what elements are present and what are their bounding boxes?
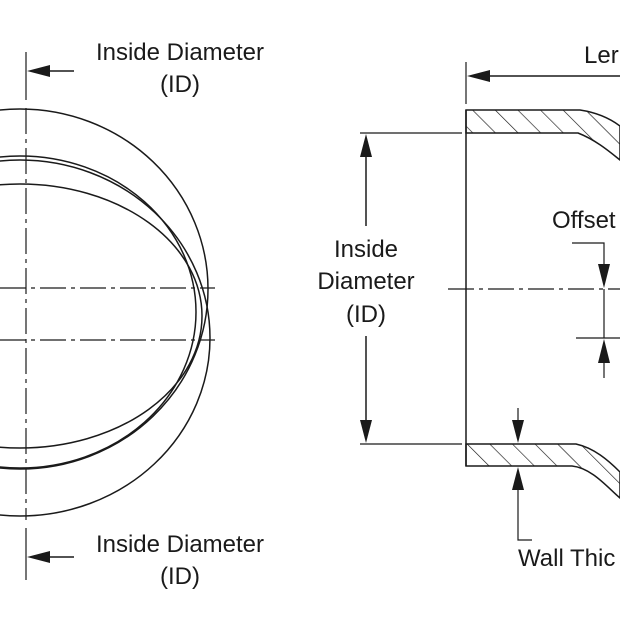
wall-thickness-leader: [517, 488, 532, 541]
length-label: Ler: [584, 42, 619, 69]
outer-circle-bottom: [0, 159, 211, 517]
inner-circle-bottom: [0, 183, 203, 449]
offset-arrowhead-down: [598, 264, 610, 288]
bottom-id-label-line1: Inside Diameter: [96, 531, 264, 558]
outer-circle-top: [0, 108, 209, 470]
top-id-label-line2: (ID): [160, 71, 200, 98]
section-view: [360, 62, 620, 541]
side-id-arrowhead-bottom: [360, 420, 372, 443]
side-id-arrowhead-top: [360, 134, 372, 157]
top-id-arrowhead: [27, 65, 50, 77]
wall-thickness-arrowhead-up: [512, 467, 524, 490]
wall-thickness-arrowhead-down: [512, 420, 524, 443]
bottom-id-label-line2: (ID): [160, 563, 200, 590]
length-arrowhead: [467, 70, 490, 82]
lower-wall-section: [465, 443, 620, 499]
wall-thickness-label: Wall Thic: [518, 545, 615, 572]
inner-circle-top: [0, 155, 197, 469]
side-id-label-line1: Inside: [334, 236, 398, 263]
offset-label: Offset: [552, 207, 616, 234]
end-view: [0, 52, 215, 580]
upper-wall-section: [465, 109, 620, 161]
side-id-label-line3: (ID): [346, 301, 386, 328]
top-id-label-line1: Inside Diameter: [96, 39, 264, 66]
offset-leader: [572, 242, 605, 264]
bottom-id-arrowhead: [27, 551, 50, 563]
side-id-label-line2: Diameter: [317, 268, 414, 295]
offset-arrowhead-up: [598, 339, 610, 363]
